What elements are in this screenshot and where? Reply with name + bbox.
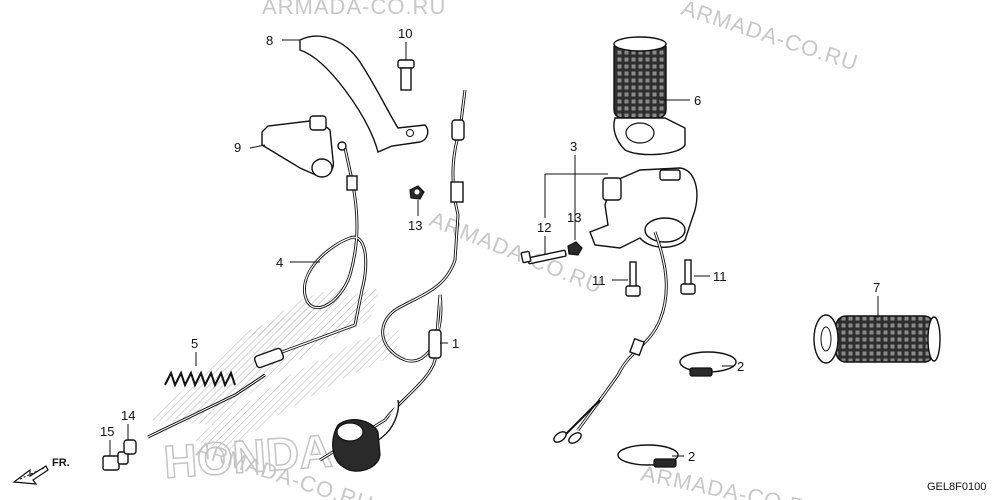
diagram-code: GEL8F0100 [927, 481, 986, 493]
callout-6: 6 [694, 93, 701, 108]
callout-11: 11 [592, 273, 606, 288]
screw-11-left [625, 261, 641, 297]
front-direction-indicator: FR. [12, 457, 70, 485]
nut-13-upper [409, 185, 425, 200]
brand-outline-text: HONDA [162, 424, 334, 488]
callout-13: 13 [408, 218, 422, 233]
callout-5: 5 [191, 336, 198, 351]
callouts: 1 2 2 3 4 5 6 7 8 9 10 11 11 12 13 13 14… [100, 26, 880, 464]
callout-3: 3 [570, 139, 577, 154]
leader-lines [109, 39, 879, 457]
left-grip [813, 314, 941, 364]
callout-8: 8 [266, 33, 273, 48]
callout-4: 4 [276, 255, 283, 270]
watermark: ARMADA-CO.RU [678, 0, 861, 76]
callout-11: 11 [713, 269, 727, 284]
throttle-grip [613, 36, 686, 156]
cable-1 [319, 89, 467, 472]
callout-15: 15 [100, 424, 114, 439]
callout-14: 14 [121, 408, 135, 423]
callout-7: 7 [873, 280, 880, 295]
callout-2: 2 [688, 449, 695, 464]
screw-11-right [680, 259, 696, 295]
direction-label: FR. [52, 457, 70, 469]
band-clamp-lower [617, 444, 679, 468]
callout-1: 1 [452, 336, 459, 351]
cable-4 [253, 141, 368, 369]
pin-14 [123, 439, 137, 455]
band-clamp-upper [679, 351, 737, 377]
switch-housing [553, 167, 698, 444]
callout-9: 9 [234, 140, 241, 155]
callout-12: 12 [537, 220, 551, 235]
screw-12 [520, 249, 567, 265]
watermark: ARMADA-CO.RU [262, 0, 446, 19]
clutch-lever [299, 35, 429, 153]
callout-10: 10 [398, 26, 412, 41]
pivot-bolt [397, 59, 415, 91]
lever-bracket [261, 115, 335, 178]
nut-13-right [567, 241, 583, 256]
callout-2: 2 [737, 359, 744, 374]
cable-rod [147, 373, 266, 439]
callout-13: 13 [567, 210, 581, 225]
arrow-left-down-icon [12, 465, 49, 485]
nut-15 [102, 451, 129, 471]
spring [164, 370, 236, 388]
